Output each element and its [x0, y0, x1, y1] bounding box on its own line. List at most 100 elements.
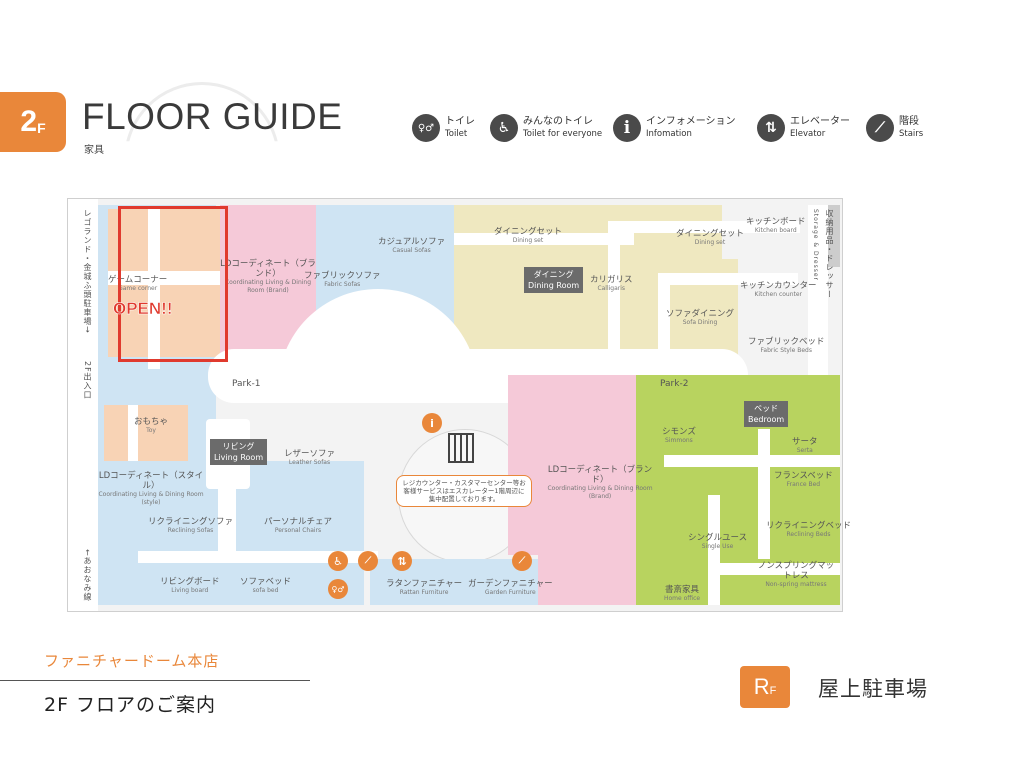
- accessible-toilet-icon: ♿: [490, 114, 518, 142]
- zone-storage: [828, 205, 840, 267]
- walkway: [658, 273, 798, 285]
- legend-label: みんなのトイレ: [523, 116, 593, 127]
- legend-label-en: Infomation: [646, 129, 692, 139]
- side-label-entrance: 2F出入口: [83, 361, 92, 400]
- footer-divider: [0, 680, 310, 681]
- information-icon: i: [613, 114, 641, 142]
- legend-label-en: Stairs: [899, 129, 924, 139]
- store-name: ファニチャードーム本店: [44, 652, 220, 670]
- walkway: [218, 481, 236, 551]
- walkway: [108, 271, 220, 285]
- stairs-icon[interactable]: ⟋: [358, 551, 378, 571]
- map-side-strip: [68, 199, 98, 611]
- legend-label-en: Toilet: [445, 129, 468, 139]
- side-label-storage: 収納用品・ドレッサー: [825, 209, 834, 299]
- side-label-aonami: ←あおなみ線: [83, 549, 92, 602]
- open-label: OPEN!!: [113, 299, 173, 319]
- walkway: [138, 551, 378, 563]
- page-title: FLOOR GUIDE: [82, 96, 343, 137]
- legend-label: インフォメーション: [646, 116, 736, 127]
- legend-label: トイレ: [445, 116, 475, 127]
- next-floor-suffix: F: [769, 685, 777, 697]
- label-park-1: Park-1: [232, 379, 261, 389]
- elevator-icon[interactable]: ⇅: [392, 551, 412, 571]
- next-floor-label[interactable]: 屋上駐車場: [818, 677, 928, 701]
- stairs-icon[interactable]: ⟋: [512, 551, 532, 571]
- label-ld-brand-top: LDコーディネート（ブランド）Coordinating Living & Din…: [220, 259, 316, 294]
- escalator-icon: [448, 433, 474, 463]
- zone-toy: [104, 405, 188, 461]
- zone-ld-brand-right: [508, 375, 636, 555]
- walkway: [454, 233, 634, 245]
- floor-number: 2: [20, 105, 38, 138]
- side-label-storage-en: Storage & Dresser: [812, 209, 819, 282]
- service-counter-note: レジカウンター・カスタマーセンター等お客様サービスはエスカレーター1階周辺に集中…: [396, 475, 532, 507]
- toilet-icon: ♀♂: [412, 114, 440, 142]
- stairs-icon: ⟋: [866, 114, 894, 142]
- legend-label: エレベーター: [790, 116, 850, 127]
- walkway: [720, 563, 840, 575]
- next-floor-number: R: [753, 674, 770, 699]
- walkway: [808, 205, 828, 375]
- walkway: [148, 209, 160, 369]
- legend-label-en: Toilet for everyone: [523, 129, 603, 139]
- zone-ld-brand-lower: [538, 545, 638, 605]
- legend-stairs: ⟋ 階段 Stairs: [866, 114, 923, 142]
- walkway: [658, 285, 670, 355]
- label-ld-brand-right: LDコーディネート（ブランド）Coordinating Living & Din…: [547, 465, 653, 500]
- floor-suffix: F: [37, 120, 46, 136]
- walkway: [620, 221, 800, 233]
- information-icon[interactable]: i: [422, 413, 442, 433]
- legend-toilet: ♀♂ トイレ Toilet: [412, 114, 475, 142]
- open-highlight-box: [118, 206, 228, 362]
- elevator-icon: ⇅: [757, 114, 785, 142]
- walkway: [608, 221, 620, 361]
- legend-elevator: ⇅ エレベーター Elevator: [757, 114, 850, 142]
- side-label-parking: レゴランド・金城ふ頭駐車場→: [83, 209, 92, 334]
- accessible-toilet-icon[interactable]: ♿: [328, 551, 348, 571]
- toilet-icon[interactable]: ♀♂: [328, 579, 348, 599]
- walkway: [708, 495, 720, 605]
- floor-info: 2F フロアのご案内: [44, 694, 217, 716]
- label-ld-style: LDコーディネート（スタイル）Coordinating Living & Din…: [98, 471, 204, 506]
- legend-information: i インフォメーション Infomation: [613, 114, 736, 142]
- legend-label: 階段: [899, 116, 919, 127]
- walkway: [758, 429, 770, 559]
- legend-accessible-toilet: ♿ みんなのトイレ Toilet for everyone: [490, 114, 602, 142]
- walkway: [664, 455, 840, 467]
- page-subtitle: 家具: [84, 145, 104, 156]
- legend-label-en: Elevator: [790, 129, 826, 139]
- label-park-2: Park-2: [660, 379, 689, 389]
